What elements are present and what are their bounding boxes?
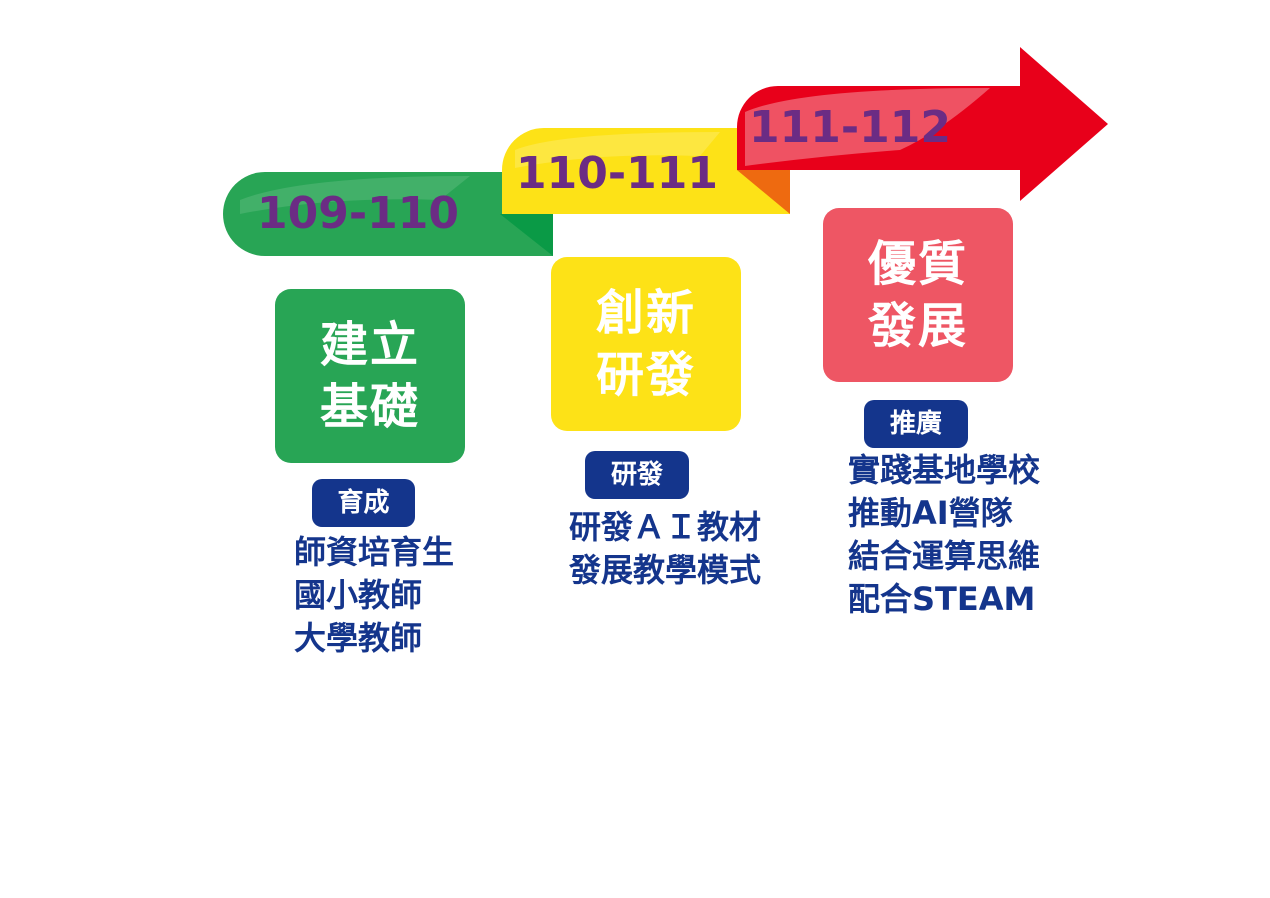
list-item: 大學教師 (294, 619, 423, 657)
stage-2-items: 研發ＡＩ教材 發展教學模式 (569, 506, 761, 592)
list-item: 實踐基地學校 (848, 451, 1041, 489)
stage-3-title-box: 優質 發展 (823, 208, 1013, 382)
stage-1-badge: 育成 (312, 479, 415, 527)
list-item: 發展教學模式 (569, 551, 762, 589)
stage-1-items: 師資培育生 國小教師 大學教師 (294, 531, 454, 660)
stage-2-bar (502, 128, 790, 214)
list-item: 配合STEAM (848, 580, 1036, 618)
list-item: 推動AI營隊 (848, 494, 1013, 532)
stage-2-title-line-2: 研發 (595, 347, 696, 403)
stage-1-title-line-1: 建立 (319, 317, 420, 373)
list-item: 研發ＡＩ教材 (569, 508, 762, 546)
stage-3-gloss (745, 88, 990, 166)
stage-3-badge: 推廣 (864, 400, 968, 448)
stage-1-bar (223, 172, 553, 256)
stage-3-items: 實踐基地學校 推動AI營隊 結合運算思維 配合STEAM (848, 449, 1040, 621)
stage-3-title-line-2: 發展 (867, 298, 968, 354)
stage-1-title-line-2: 基礎 (319, 379, 420, 435)
stage-2-badge: 研發 (585, 451, 689, 499)
stage-1-years: 109-110 (257, 188, 459, 239)
list-item: 國小教師 (294, 576, 423, 614)
stage-3-title-line-1: 優質 (867, 236, 968, 292)
stage-3-arrow (737, 47, 1108, 201)
stage-1-title-box: 建立 基礎 (275, 289, 465, 463)
stage-1-gloss (240, 176, 470, 214)
stage-2-fold (737, 170, 790, 214)
stage-2-title-box: 創新 研發 (551, 257, 741, 431)
stage-1-fold (500, 214, 553, 256)
list-item: 結合運算思維 (848, 537, 1041, 575)
stage-2-gloss (515, 132, 720, 168)
stage-2-years: 110-111 (516, 148, 718, 199)
stage-2-title-line-1: 創新 (595, 285, 696, 341)
list-item: 師資培育生 (294, 533, 455, 571)
stage-3-years: 111-112 (749, 102, 951, 153)
